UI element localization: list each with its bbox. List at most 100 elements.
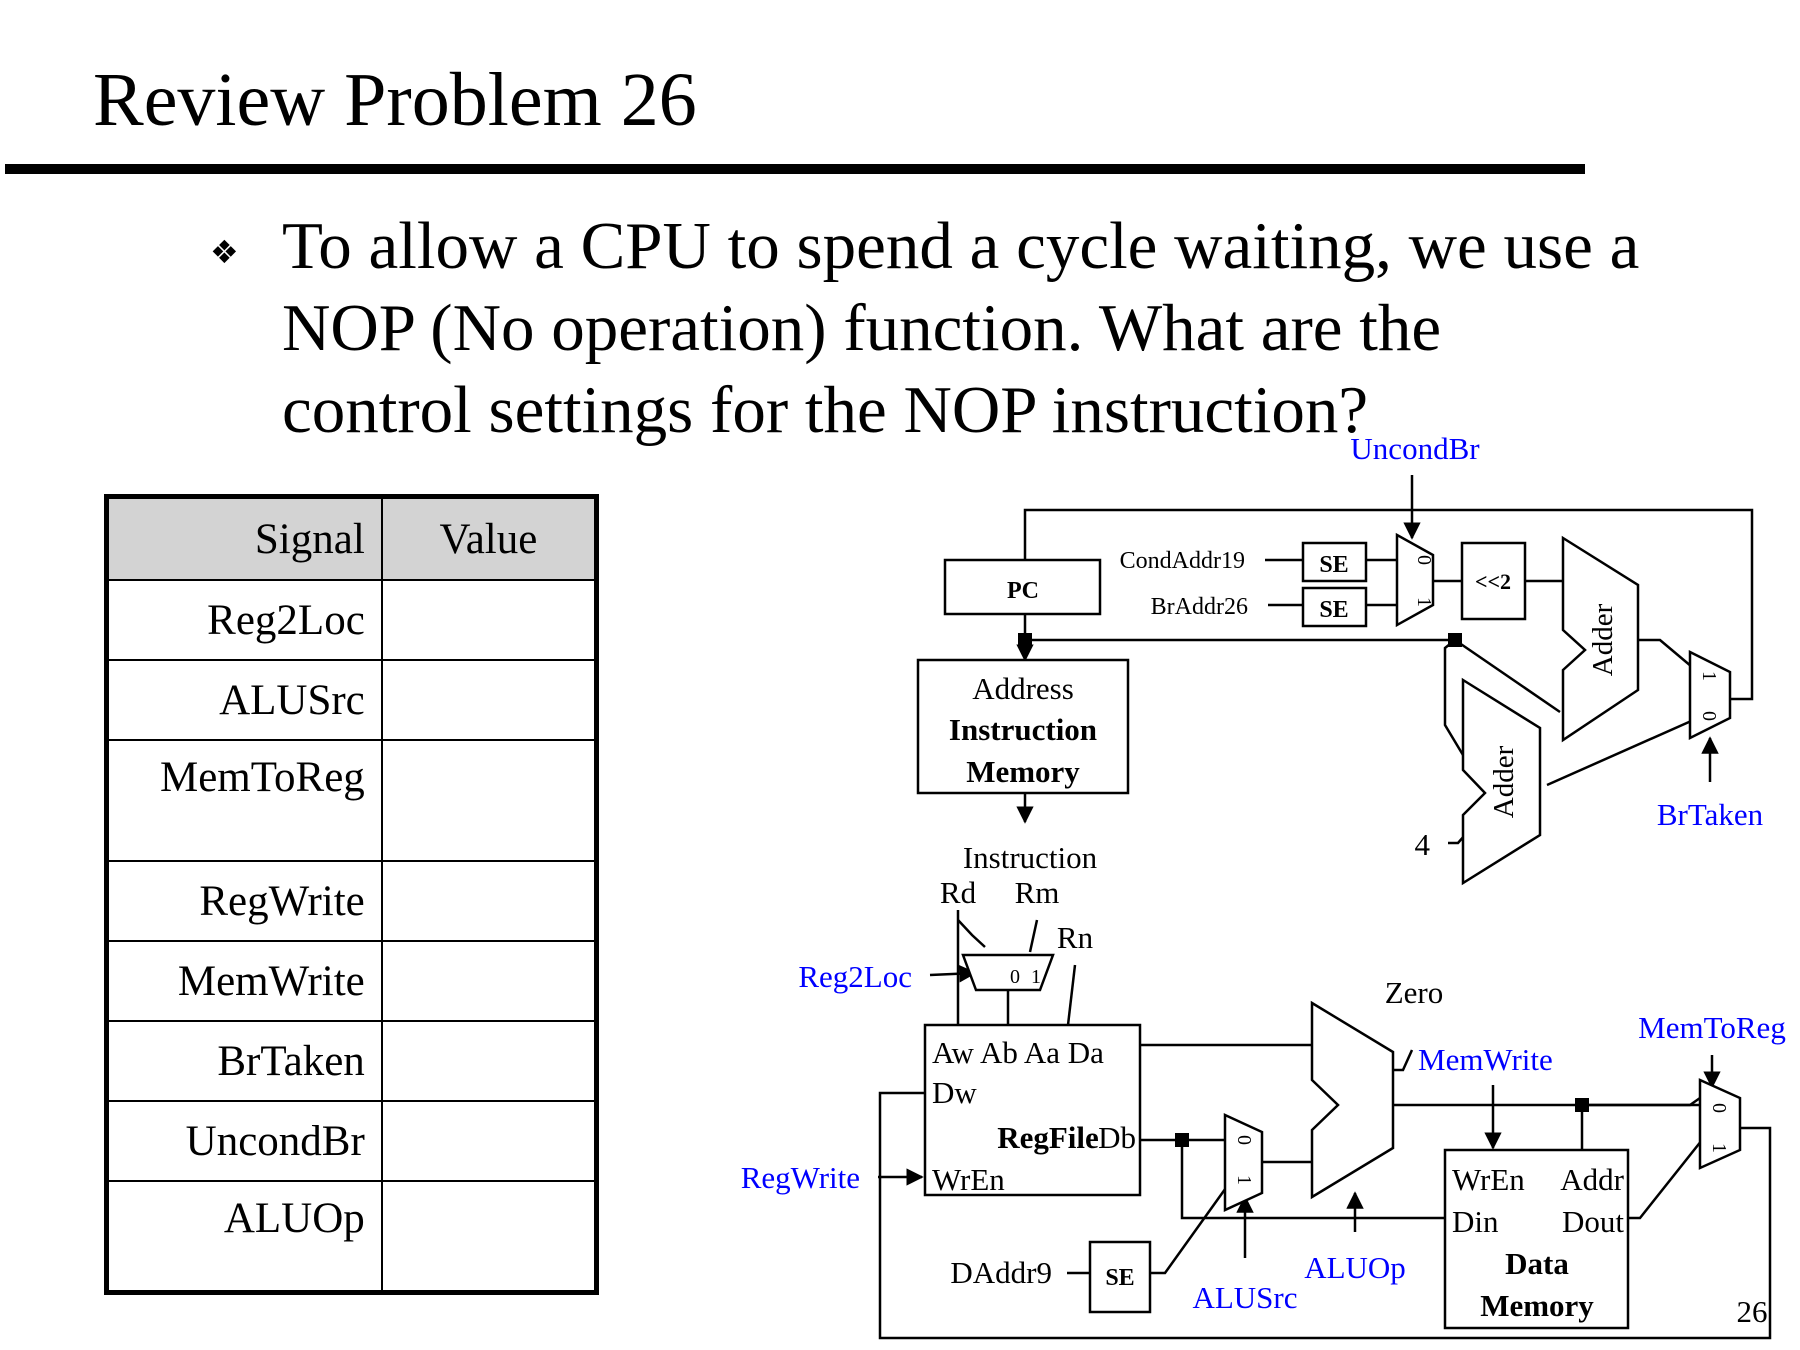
- signal-value-cell[interactable]: [380, 1020, 598, 1102]
- brtaken-mux: [1688, 649, 1732, 741]
- regfile-dw-label: Dw: [932, 1075, 977, 1110]
- dmem-name-label: Data: [1505, 1246, 1569, 1281]
- dmem-dout-label: Dout: [1562, 1204, 1624, 1239]
- alusrc-label: ALUSrc: [1192, 1280, 1297, 1315]
- shift-left-box: [1460, 541, 1527, 621]
- pc-register: [943, 558, 1102, 616]
- table-row: UncondBr: [105, 1100, 598, 1182]
- aluop-label: ALUOp: [1304, 1250, 1406, 1285]
- adder-label: Adder: [1488, 745, 1520, 818]
- signal-value-cell[interactable]: [380, 579, 598, 661]
- dmem-name-label: Memory: [1480, 1288, 1594, 1323]
- imem-address-label: Address: [972, 671, 1074, 706]
- junction-dot: [1018, 633, 1032, 647]
- signal-name-cell: MemWrite: [105, 940, 383, 1022]
- signal-value-cell[interactable]: [380, 739, 598, 862]
- increment-adder-out-wire: [1546, 716, 1699, 787]
- const-4-label: 4: [1415, 827, 1431, 862]
- signal-name-cell: BrTaken: [105, 1020, 383, 1102]
- dmem-wren-label: WrEn: [1452, 1162, 1525, 1197]
- pc-to-increment-adder-wire: [1443, 639, 1465, 756]
- mux-input-label: 1: [1698, 671, 1720, 681]
- shift-label: <<2: [1475, 569, 1511, 594]
- mux-input-label: 1: [1233, 1175, 1255, 1185]
- zero-wire: [1393, 1049, 1414, 1072]
- signal-value-cell[interactable]: [380, 1180, 598, 1294]
- mux-input-label: 0: [1233, 1135, 1255, 1145]
- signal-value-cell[interactable]: [380, 659, 598, 741]
- question-line: control settings for the NOP instruction…: [282, 373, 1369, 447]
- daddr-label: DAddr9: [950, 1255, 1052, 1290]
- rn-label: Rn: [1057, 920, 1094, 955]
- table-row: Reg2Loc: [105, 579, 598, 661]
- dmem-addr-label: Addr: [1560, 1162, 1624, 1197]
- junction-dot: [1175, 1133, 1189, 1147]
- rd-label: Rd: [940, 875, 977, 910]
- uncondbr-label: UncondBr: [1350, 431, 1480, 466]
- table-row: MemWrite: [105, 940, 598, 1022]
- regfile-wren-label: WrEn: [932, 1162, 1005, 1197]
- branch-adder: [1561, 535, 1640, 743]
- sign-extend-box: [1301, 541, 1368, 583]
- rm-wire: [1028, 919, 1039, 953]
- signal-name-cell: RegWrite: [105, 860, 383, 942]
- memwrite-label: MemWrite: [1418, 1042, 1553, 1077]
- signal-value-cell[interactable]: [380, 860, 598, 942]
- signal-value-cell[interactable]: [380, 1100, 598, 1182]
- mux-input-label: 1: [1708, 1143, 1730, 1153]
- da-to-alu-wire: [1140, 1043, 1324, 1060]
- diamond-bullet-icon: ❖: [210, 233, 239, 271]
- junction-dot: [1448, 633, 1462, 647]
- question-line: NOP (No operation) function. What are th…: [282, 291, 1442, 365]
- question-text: To allow a CPU to spend a cycle waiting,…: [282, 205, 1639, 451]
- register-file: [923, 1023, 1142, 1197]
- table-row: ALUOp: [105, 1180, 598, 1294]
- instruction-memory: [916, 658, 1130, 795]
- writeback-wire: [878, 1091, 1772, 1340]
- signal-name-cell: UncondBr: [105, 1100, 383, 1182]
- pc-next-wire: [1023, 508, 1754, 701]
- pc-to-branch-adder-wire: [1454, 638, 1561, 714]
- junction-dot: [1575, 1098, 1589, 1112]
- reg2loc-mux: [961, 953, 1055, 992]
- imem-name-label: Memory: [966, 754, 1080, 789]
- page-number: 26: [1737, 1294, 1768, 1329]
- rn-wire: [1066, 964, 1077, 1026]
- mux-input-label: 0: [1413, 555, 1435, 565]
- sign-extend-box: [1301, 586, 1368, 628]
- imem-name-label: Instruction: [949, 712, 1097, 747]
- reg2loc-label: Reg2Loc: [798, 959, 912, 994]
- branch-adder-out-wire: [1638, 638, 1699, 673]
- braddr-label: BrAddr26: [1151, 594, 1248, 620]
- slide-title: Review Problem 26: [93, 58, 697, 142]
- mux-input-label: 0: [1010, 966, 1020, 988]
- title-divider: [5, 164, 1585, 174]
- condaddr-label: CondAddr19: [1120, 548, 1245, 574]
- dout-to-mux-wire: [1628, 1139, 1703, 1220]
- rd-to-mux-wire: [957, 919, 986, 948]
- reg2loc-arrow: [929, 964, 977, 983]
- mux-input-label: 1: [1031, 966, 1041, 988]
- db-to-din-wire: [1180, 1140, 1445, 1220]
- pc-label: PC: [1007, 578, 1039, 604]
- signal-name-cell: MemToReg: [105, 739, 383, 862]
- brtaken-label: BrTaken: [1657, 797, 1764, 832]
- mux-input-label: 1: [1413, 597, 1435, 607]
- mux-input-label: 0: [1698, 711, 1720, 721]
- signal-value-cell[interactable]: [380, 940, 598, 1022]
- signal-column-header: Signal: [105, 495, 383, 581]
- adder-label: Adder: [1587, 603, 1619, 676]
- regfile-top-ports-label: Aw Ab Aa Da: [932, 1035, 1104, 1070]
- memtoreg-label: MemToReg: [1638, 1010, 1786, 1045]
- signal-name-cell: Reg2Loc: [105, 579, 383, 661]
- alusrc-mux: [1223, 1113, 1264, 1212]
- memtoreg-mux: [1698, 1078, 1742, 1170]
- se-label: SE: [1105, 1265, 1134, 1291]
- table-header-row: Signal Value: [105, 495, 598, 581]
- table-row: ALUSrc: [105, 659, 598, 741]
- table-row: RegWrite: [105, 860, 598, 942]
- zero-label: Zero: [1385, 975, 1444, 1010]
- dmem-din-label: Din: [1452, 1204, 1499, 1239]
- instruction-label: Instruction: [963, 840, 1098, 875]
- regwrite-label: RegWrite: [741, 1160, 860, 1195]
